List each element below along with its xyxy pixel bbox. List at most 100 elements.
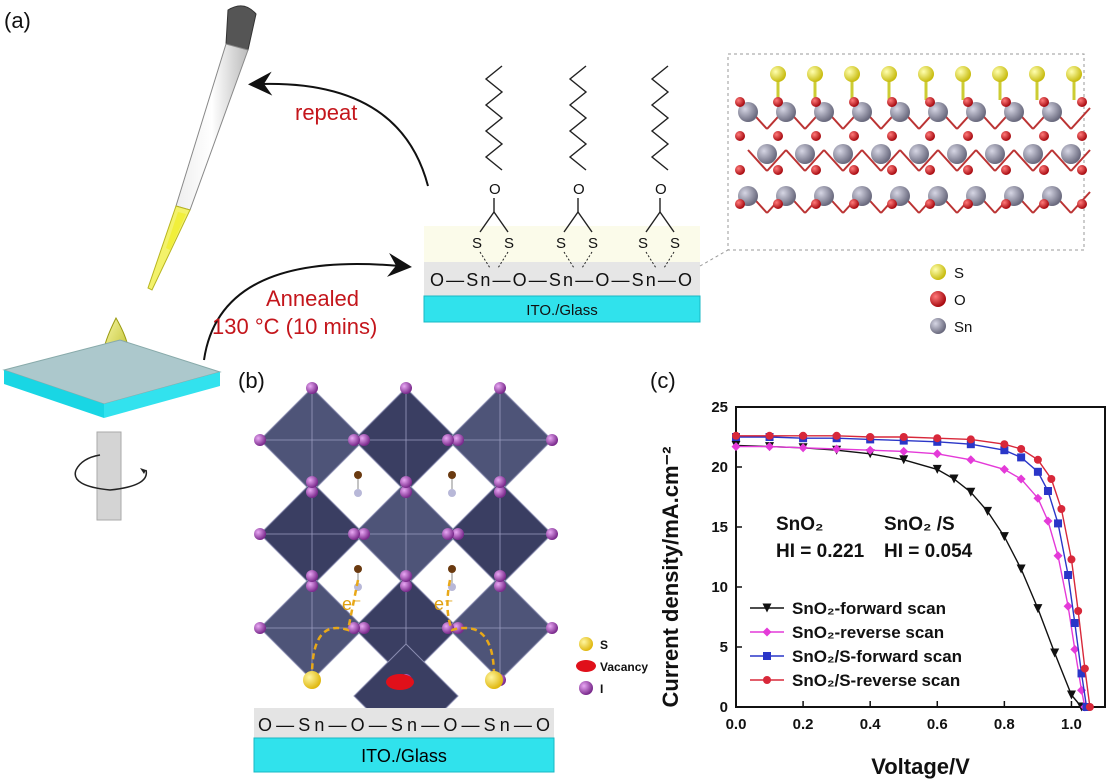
- data-point: [1047, 475, 1056, 483]
- data-point: [1077, 669, 1086, 678]
- data-point: [832, 431, 841, 440]
- legend-entry: SnO₂-forward scan: [792, 599, 946, 618]
- legend-label: S: [600, 638, 608, 652]
- oxygen-atom: [1039, 165, 1049, 175]
- iodine-atom: [546, 622, 558, 634]
- data-point: [798, 443, 808, 453]
- sno2-crystal-structure: [735, 66, 1091, 214]
- pipette-icon: [147, 5, 257, 291]
- sulfur-atom: S: [472, 235, 482, 252]
- data-point: [983, 506, 993, 516]
- tin-atom: [1004, 102, 1024, 122]
- coordination-bond: [581, 251, 593, 269]
- oxygen-atom: [773, 199, 783, 209]
- data-point: [1016, 564, 1026, 574]
- data-point: [1064, 571, 1073, 579]
- oxygen-atom: [925, 131, 935, 141]
- tin-atom: [985, 144, 1005, 164]
- data-point: [865, 445, 875, 455]
- iodine-atom: [254, 528, 266, 540]
- data-point: [1063, 601, 1073, 611]
- data-point: [899, 446, 909, 456]
- iodine-atom: [400, 580, 412, 592]
- y-tick-label: 20: [711, 459, 728, 476]
- coordination-bond: [497, 251, 509, 269]
- perovskite-structure: e⁻e⁻: [254, 382, 558, 749]
- legend-label: Sn: [954, 319, 972, 336]
- iodine-atom: [348, 528, 360, 540]
- data-point: [1043, 487, 1052, 495]
- data-point: [1074, 607, 1083, 615]
- data-point: [933, 434, 942, 443]
- oxygen-atom: [849, 165, 859, 175]
- x-tick-label: 1.0: [1061, 716, 1082, 733]
- oxygen-atom: [925, 165, 935, 175]
- y-tick-label: 15: [711, 519, 728, 536]
- iodine-atom: [254, 434, 266, 446]
- iodine-atom: [306, 476, 318, 488]
- bond: [1032, 149, 1053, 172]
- iodine-atom: [494, 476, 506, 488]
- iodine-atom: [306, 570, 318, 582]
- legend-entry: SnO₂/S-reverse scan: [792, 671, 960, 690]
- iodine-atom: [348, 434, 360, 446]
- iodine-atom: [546, 434, 558, 446]
- iodine-atom: [306, 486, 318, 498]
- oxygen-atom: [1077, 131, 1087, 141]
- substrate-label-b: ITO./Glass: [361, 746, 447, 766]
- sulfur-atom: [485, 671, 503, 689]
- x-axis-title: Voltage/V: [871, 754, 970, 779]
- oxygen-atom: [811, 165, 821, 175]
- electron-label: e⁻: [434, 594, 454, 614]
- carbon-atom: [354, 471, 362, 479]
- x-tick-label: 0.0: [726, 716, 747, 733]
- data-point: [1070, 644, 1080, 654]
- oxygen-atom: [925, 199, 935, 209]
- legend-swatch: [930, 318, 946, 334]
- data-point: [762, 627, 772, 637]
- data-point: [1043, 516, 1053, 526]
- iodine-atom: [358, 528, 370, 540]
- legend-entry: SnO₂-reverse scan: [792, 623, 944, 642]
- sulfur-atom: S: [504, 235, 514, 252]
- x-tick-label: 0.6: [927, 716, 948, 733]
- carbon-atom: [448, 565, 456, 573]
- oxygen-atom: [887, 199, 897, 209]
- x-tick-label: 0.8: [994, 716, 1015, 733]
- annealed-label-line2: 130 °C (10 mins): [212, 314, 377, 339]
- oxygen-atom: [735, 97, 745, 107]
- oxygen-atom: [1001, 165, 1011, 175]
- data-point: [763, 676, 771, 684]
- oxygen-atom: [811, 97, 821, 107]
- annotation-value: HI = 0.054: [884, 541, 973, 562]
- tin-atom: [1061, 144, 1081, 164]
- oxygen-atom: [1001, 131, 1011, 141]
- oxygen-atom: [963, 131, 973, 141]
- data-point: [966, 440, 975, 449]
- series-3: [732, 431, 1094, 711]
- repeat-arrow: [248, 71, 429, 187]
- sulfur-atom: [844, 66, 860, 82]
- tin-atom: [795, 144, 815, 164]
- sulfur-atom: [992, 66, 1008, 82]
- data-point: [1057, 505, 1066, 513]
- iodine-atom: [400, 486, 412, 498]
- sulfur-atom: [807, 66, 823, 82]
- tin-atom: [928, 102, 948, 122]
- legend-swatch: [579, 637, 593, 651]
- iodine-atom: [442, 434, 454, 446]
- electron-path: [446, 579, 496, 677]
- oxygen-atom: [925, 97, 935, 107]
- data-point: [1000, 440, 1009, 449]
- iodine-atom: [494, 570, 506, 582]
- iodine-atom: [494, 382, 506, 394]
- oxygen-atom: [773, 165, 783, 175]
- sulfur-atom: S: [556, 235, 566, 252]
- bond: [479, 211, 495, 233]
- legend-swatch: [576, 660, 596, 672]
